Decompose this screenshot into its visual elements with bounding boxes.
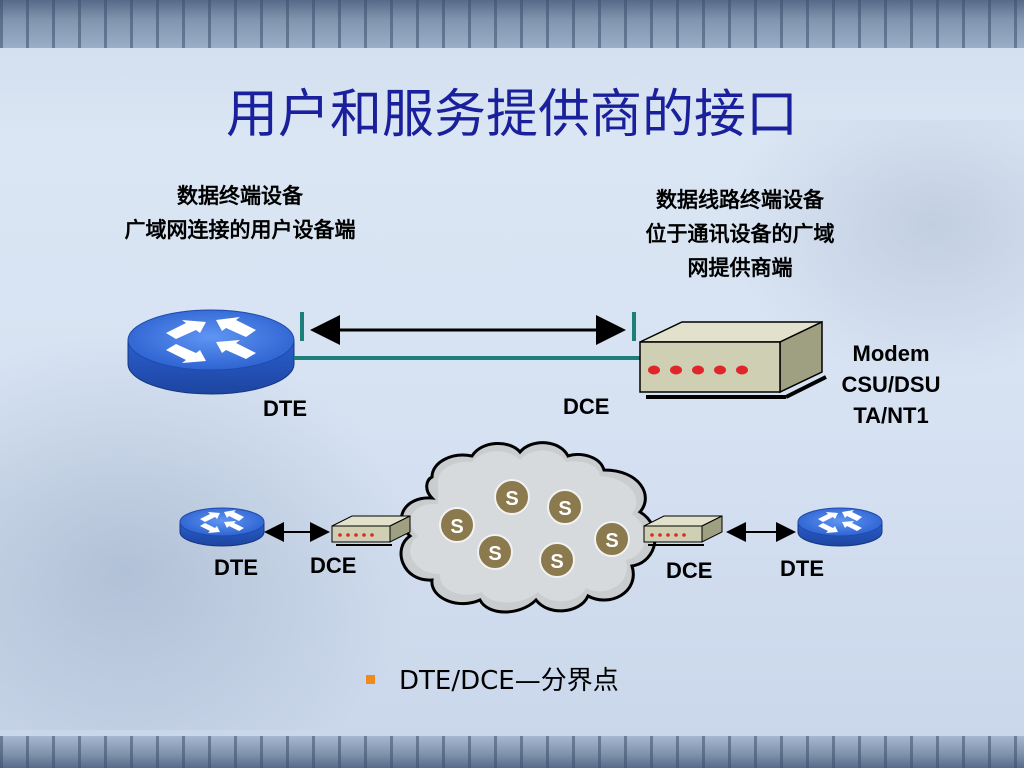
- bottom-right-dce-device-icon: [643, 515, 723, 546]
- dte-caption-line2: 广域网连接的用户设备端: [124, 219, 356, 242]
- dte-caption: 数据终端设备 广域网连接的用户设备端: [80, 180, 400, 248]
- bottom-dce-right-label: DCE: [666, 558, 713, 583]
- device-type-ta-nt1: TA/NT1: [853, 403, 929, 428]
- top-border-band: [0, 0, 1024, 48]
- dte-caption-line1: 数据终端设备: [177, 185, 303, 208]
- bottom-border-band: [0, 736, 1024, 768]
- top-dce-label: DCE: [563, 394, 610, 419]
- switch-node-2-label: S: [558, 498, 571, 520]
- switch-node-4: S: [594, 521, 630, 557]
- switch-node-6: S: [539, 542, 575, 578]
- switch-node-5-label: S: [488, 543, 501, 565]
- bullet-point: DTE/DCE—分界点: [366, 660, 619, 697]
- bottom-left-dce-device-icon: [331, 515, 411, 546]
- top-dce-device-icon: [639, 320, 827, 399]
- bottom-right-router-icon: [797, 507, 883, 547]
- switch-node-1: S: [494, 479, 530, 515]
- bottom-dce-left-label: DCE: [310, 553, 357, 578]
- device-type-list: Modem CSU/DSU TA/NT1: [826, 338, 956, 431]
- switch-node-1-label: S: [505, 488, 518, 510]
- dce-caption-line3: 网提供商端: [687, 257, 793, 280]
- dce-caption-line2: 位于通讯设备的广域: [645, 223, 835, 246]
- bottom-dte-left-label: DTE: [214, 555, 258, 580]
- top-dte-label: DTE: [263, 396, 307, 421]
- switch-node-3-label: S: [450, 516, 463, 538]
- bottom-dte-right-label: DTE: [780, 556, 824, 581]
- bullet-text: DTE/DCE—分界点: [399, 666, 619, 696]
- switch-node-5: S: [477, 534, 513, 570]
- slide-title: 用户和服务提供商的接口: [225, 85, 798, 145]
- dce-caption: 数据线路终端设备 位于通讯设备的广域 网提供商端: [600, 184, 880, 286]
- switch-node-4-label: S: [605, 530, 618, 552]
- switch-node-6-label: S: [550, 551, 563, 573]
- bottom-left-router-icon: [179, 507, 265, 547]
- bullet-square-icon: [366, 675, 375, 684]
- switch-nodes: S S S S S S: [439, 479, 630, 578]
- device-type-modem: Modem: [852, 341, 930, 366]
- wan-cloud: [399, 441, 657, 614]
- switch-node-3: S: [439, 507, 475, 543]
- dce-caption-line1: 数据线路终端设备: [656, 189, 824, 212]
- top-router-icon: [127, 309, 295, 395]
- switch-node-2: S: [547, 489, 583, 525]
- device-type-csu-dsu: CSU/DSU: [841, 372, 941, 397]
